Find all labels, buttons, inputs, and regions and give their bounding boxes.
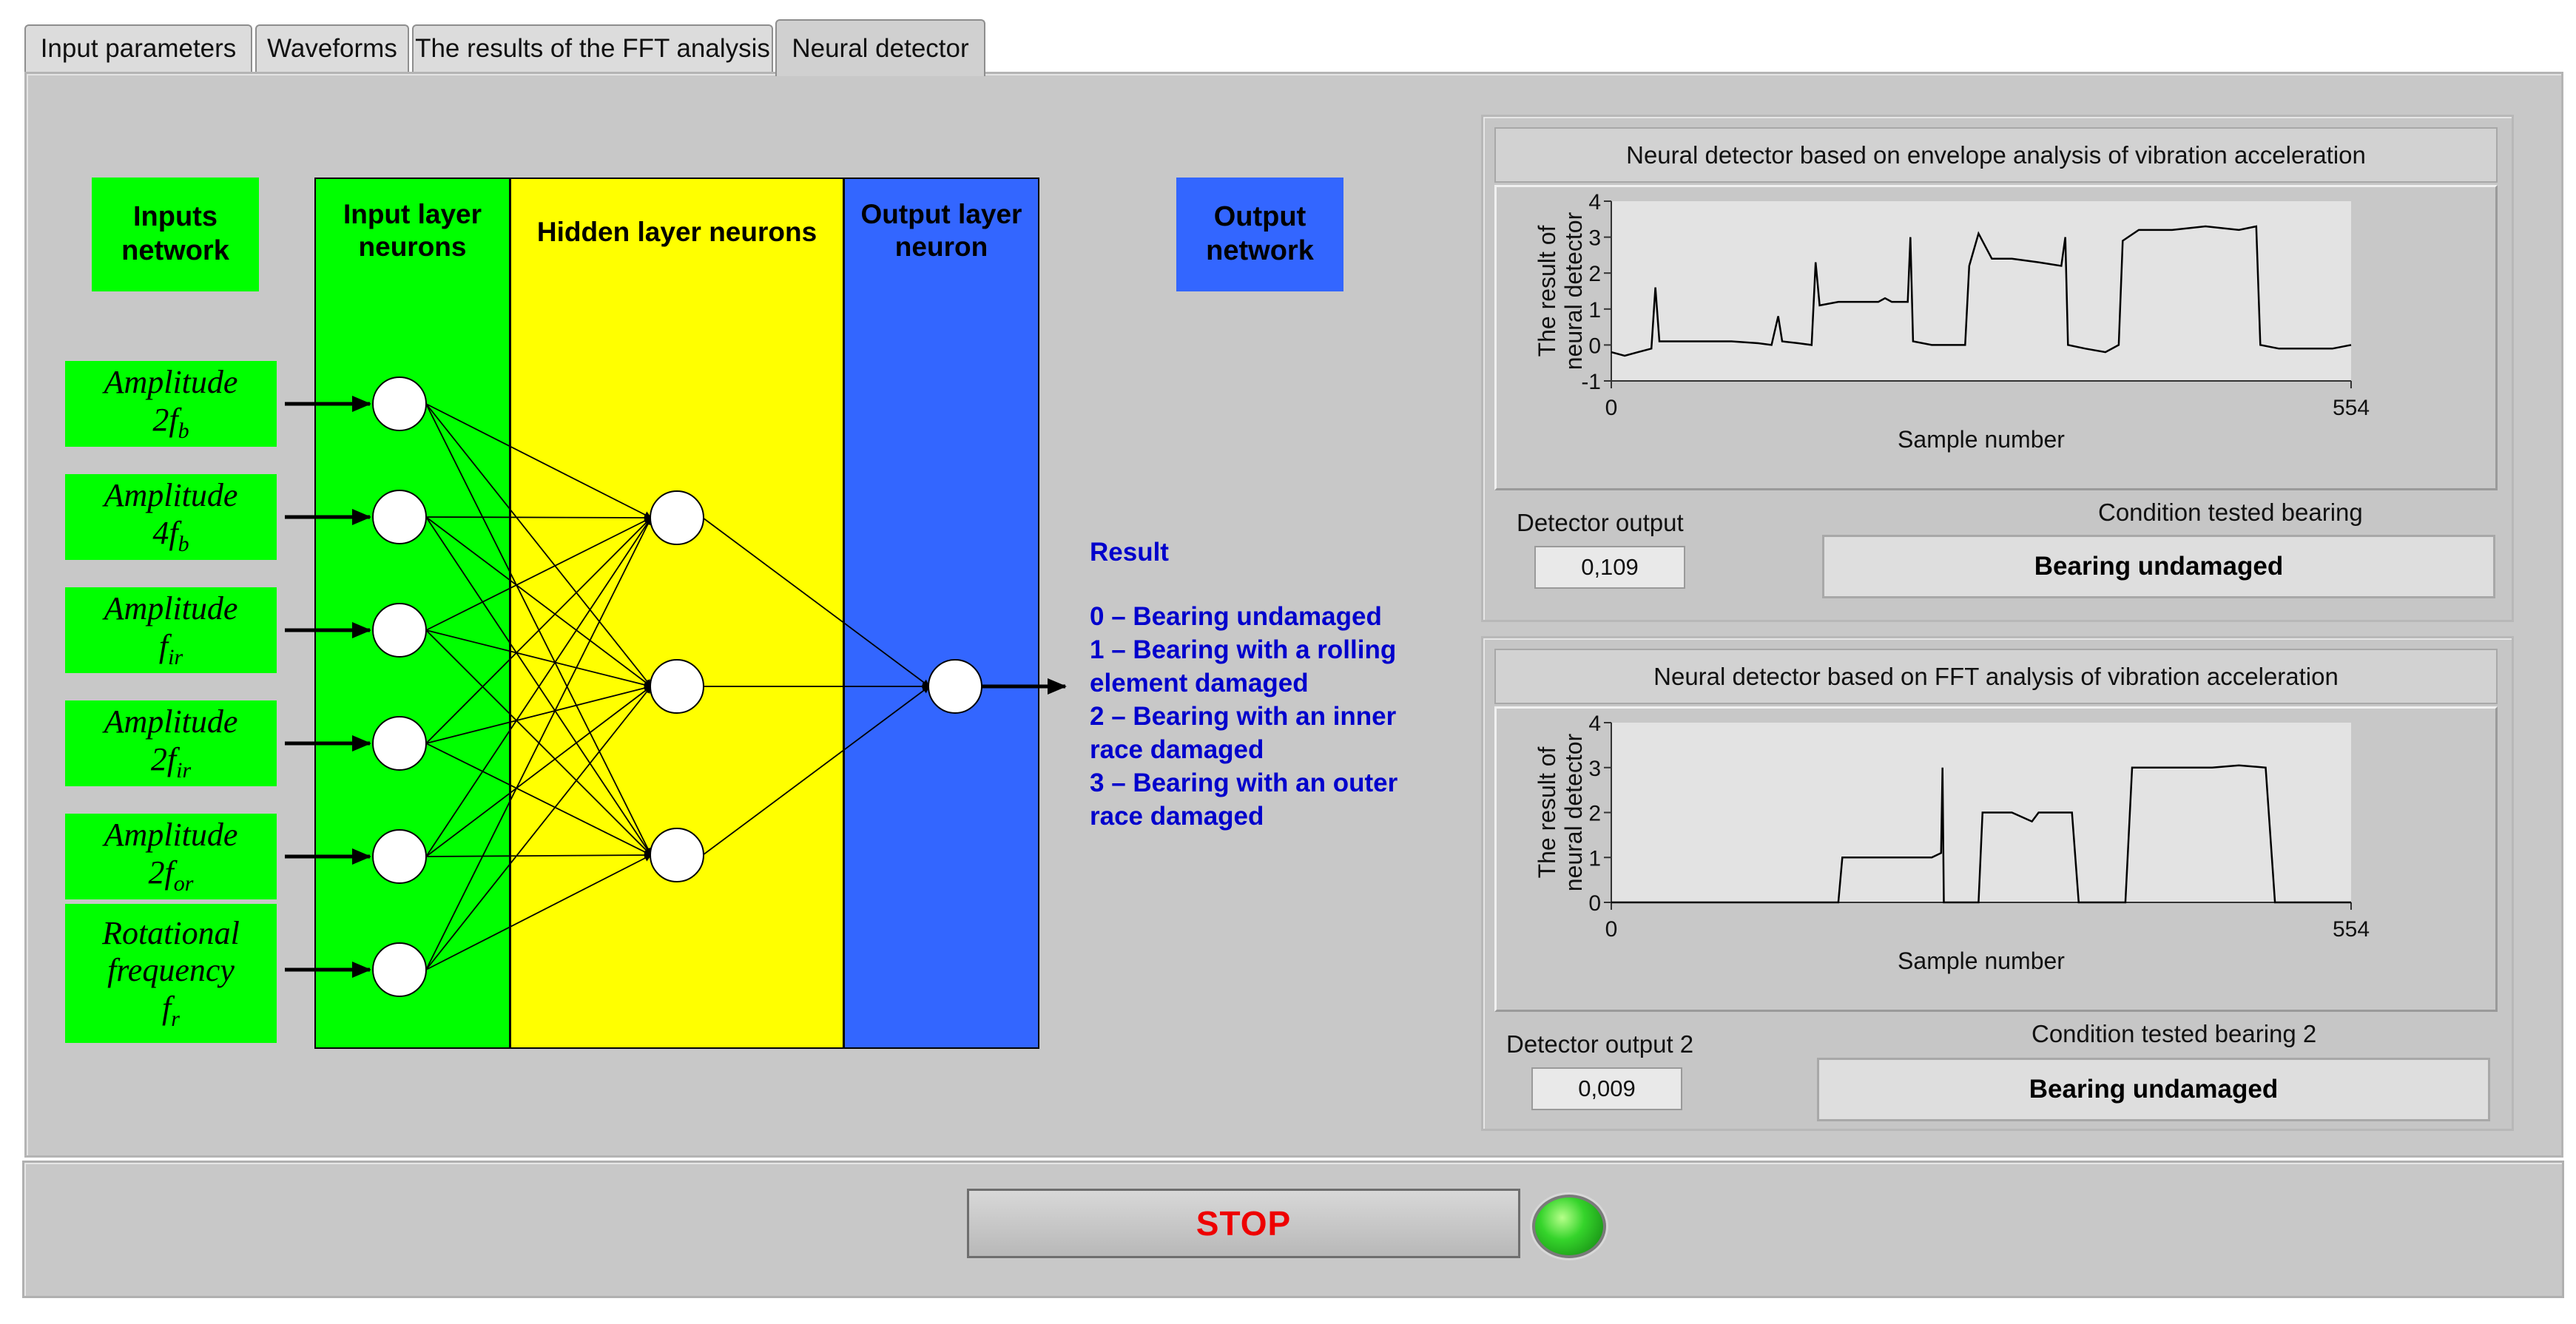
- input-line2: 2for: [148, 854, 194, 896]
- input-line2: 4fb: [152, 514, 189, 556]
- y-tick-label: 2: [1588, 802, 1601, 826]
- result-line: race damaged: [1090, 735, 1264, 764]
- input-neuron: [372, 376, 427, 431]
- series-line: [1611, 764, 2351, 904]
- result-legend: Result 0 – Bearing undamaged 1 – Bearing…: [1090, 536, 1397, 833]
- x-tick-label: 0: [1605, 917, 1618, 942]
- hidden-neuron: [650, 659, 704, 714]
- input-amplitude-2fir: Amplitude 2fir: [65, 700, 277, 786]
- input-neuron: [372, 942, 427, 997]
- plot-area: [1611, 723, 2351, 902]
- tab-neural-detector[interactable]: Neural detector: [775, 19, 985, 76]
- tab-fft-results[interactable]: The results of the FFT analysis: [412, 24, 773, 72]
- input-line2: fir: [158, 627, 183, 669]
- y-tick-label: 3: [1588, 226, 1601, 251]
- input-line1b: frequency: [107, 952, 235, 989]
- tab-waveforms[interactable]: Waveforms: [255, 24, 409, 72]
- condition-label: Condition tested bearing: [2098, 499, 2363, 526]
- hidden-layer-title: Hidden layer neurons: [536, 217, 817, 247]
- input-line1: Amplitude: [104, 590, 238, 627]
- condition-value: Bearing undamaged: [1822, 535, 2495, 598]
- condition-2-value: Bearing undamaged: [1817, 1058, 2490, 1121]
- result-line: race damaged: [1090, 802, 1264, 831]
- hidden-output-connections: [702, 517, 930, 856]
- running-led-indicator: [1532, 1195, 1606, 1258]
- input-arrows: [285, 396, 371, 978]
- hidden-neuron: [650, 828, 704, 882]
- hidden-neuron: [650, 490, 704, 545]
- result-line: element damaged: [1090, 669, 1309, 698]
- output-layer-title: Output layer neuron: [860, 199, 1022, 263]
- output-layer-column: [843, 178, 1039, 1049]
- input-line2: fr: [162, 989, 180, 1031]
- input-line2: 2fb: [152, 401, 189, 443]
- neurons: [372, 376, 982, 997]
- plot-area: [1611, 201, 2351, 381]
- x-tick-label: 554: [2333, 917, 2370, 942]
- input-hidden-connections: [425, 403, 652, 970]
- result-line: 3 – Bearing with an outer: [1090, 769, 1398, 797]
- stop-button[interactable]: STOP: [967, 1189, 1520, 1258]
- input-amplitude-4fb: Amplitude 4fb: [65, 474, 277, 560]
- y-tick-label: 0: [1588, 891, 1601, 916]
- chart1-title: Neural detector based on envelope analys…: [1494, 127, 2498, 183]
- tab-input-parameters[interactable]: Input parameters: [24, 24, 252, 72]
- input-amplitude-2fb: Amplitude 2fb: [65, 361, 277, 447]
- hidden-layer-column: [510, 178, 844, 1049]
- chart2-title: Neural detector based on FFT analysis of…: [1494, 649, 2498, 704]
- input-line1: Amplitude: [104, 703, 238, 740]
- detector-output-2-value: 0,009: [1531, 1067, 1682, 1110]
- y-tick-label: 4: [1588, 712, 1601, 736]
- y-tick-label: 1: [1588, 298, 1601, 322]
- x-axis-label: Sample number: [1898, 948, 2065, 974]
- input-line1: Amplitude: [104, 477, 238, 514]
- y-axis-label: The result ofneural detector: [1534, 212, 1587, 370]
- input-neuron: [372, 829, 427, 884]
- result-line: 2 – Bearing with an inner: [1090, 702, 1397, 731]
- detector-output-value: 0,109: [1534, 546, 1685, 589]
- detector-output-label: Detector output: [1517, 509, 1684, 536]
- detector-output-2-label: Detector output 2: [1506, 1030, 1694, 1058]
- output-network-label: Output network: [1176, 178, 1343, 291]
- series-line: [1611, 225, 2352, 357]
- tab-label: Input parameters: [40, 34, 237, 63]
- y-axis-label: The result ofneural detector: [1534, 733, 1587, 891]
- y-tick-label: -1: [1581, 370, 1601, 394]
- x-tick-label: 0: [1605, 396, 1618, 420]
- inputs-network-label: Inputs network: [92, 178, 259, 291]
- y-tick-label: 2: [1588, 262, 1601, 286]
- condition-2-label: Condition tested bearing 2: [2032, 1020, 2317, 1047]
- input-line1: Amplitude: [104, 817, 238, 854]
- input-amplitude-fir: Amplitude fir: [65, 587, 277, 673]
- input-amplitude-2for: Amplitude 2for: [65, 814, 277, 899]
- tab-label: Waveforms: [267, 34, 397, 63]
- output-neuron: [928, 659, 982, 714]
- input-rotational-frequency: Rotational frequency fr: [65, 904, 277, 1043]
- y-tick-label: 0: [1588, 334, 1601, 358]
- result-line: 1 – Bearing with a rolling: [1090, 635, 1397, 664]
- tab-label: Neural detector: [792, 33, 969, 63]
- input-line1: Rotational: [102, 914, 240, 951]
- result-line: 0 – Bearing undamaged: [1090, 602, 1382, 631]
- y-tick-label: 4: [1588, 190, 1601, 215]
- input-line1: Amplitude: [104, 364, 238, 401]
- input-neuron: [372, 716, 427, 771]
- y-tick-label: 3: [1588, 757, 1601, 781]
- input-line2: 2fir: [150, 740, 192, 783]
- input-neuron: [372, 490, 427, 544]
- result-heading: Result: [1090, 538, 1169, 567]
- y-tick-label: 1: [1588, 846, 1601, 871]
- input-layer-title: Input layer neurons: [343, 199, 482, 263]
- tab-label: The results of the FFT analysis: [415, 34, 770, 63]
- x-axis-label: Sample number: [1898, 426, 2065, 453]
- x-tick-label: 554: [2333, 396, 2370, 420]
- input-neuron: [372, 603, 427, 658]
